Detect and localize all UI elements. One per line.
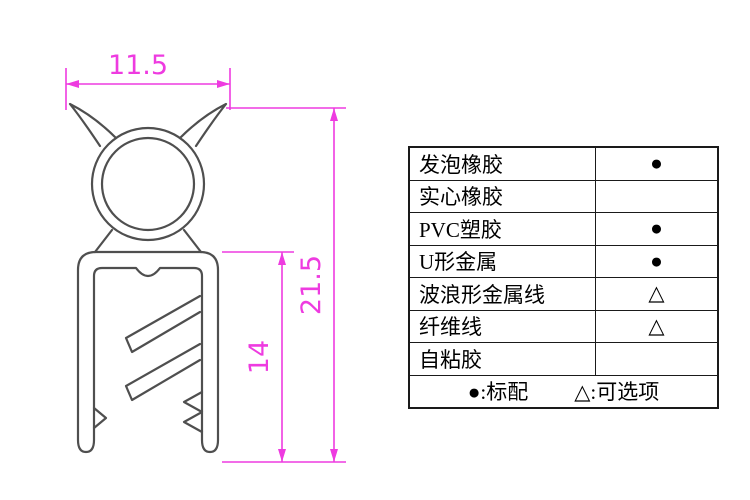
arrow-left bbox=[66, 80, 79, 88]
dim-width-label: 11.5 bbox=[108, 50, 168, 81]
arrow-height-bottom bbox=[330, 449, 338, 462]
material-label: U形金属 bbox=[410, 245, 596, 277]
neck-left bbox=[93, 228, 114, 254]
right-horn bbox=[178, 102, 228, 148]
bulb-outer-circle bbox=[90, 126, 206, 242]
material-label: 发泡橡胶 bbox=[410, 148, 596, 180]
material-label: 波浪形金属线 bbox=[410, 278, 596, 310]
material-label: 实心橡胶 bbox=[410, 180, 596, 212]
arrow-channel-bottom bbox=[278, 449, 286, 462]
material-symbol: ● bbox=[650, 248, 663, 273]
left-wall-tooth bbox=[92, 406, 108, 430]
seal-profile-drawing: 11.5 21.5 14 bbox=[65, 50, 346, 463]
material-symbol: △ bbox=[648, 281, 665, 306]
arrow-right bbox=[217, 80, 230, 88]
material-label: 纤维线 bbox=[410, 310, 596, 342]
material-label: PVC塑胶 bbox=[410, 213, 596, 245]
neck-right bbox=[182, 228, 203, 254]
arrow-channel-top bbox=[278, 252, 286, 265]
bulb-inner-circle bbox=[100, 136, 196, 232]
table-row: 发泡橡胶 ● bbox=[410, 148, 717, 181]
table-row: 纤维线 △ bbox=[410, 310, 717, 343]
materials-table: 发泡橡胶 ● 实心橡胶 PVC塑胶 ● U形金属 ● 波浪形金属线 △ 纤维线 … bbox=[408, 146, 719, 409]
dim-height-label: 21.5 bbox=[296, 255, 327, 315]
table-row: 波浪形金属线 △ bbox=[410, 278, 717, 311]
left-horn bbox=[68, 102, 118, 148]
dimension-annotations: 11.5 21.5 14 bbox=[65, 50, 346, 463]
dim-inner-height-label: 14 bbox=[244, 340, 275, 374]
material-symbol bbox=[596, 343, 717, 375]
right-wall-serration bbox=[182, 390, 204, 434]
legend-standard: ●:标配 bbox=[467, 380, 529, 405]
material-label: 自粘胶 bbox=[410, 343, 596, 375]
material-symbol: ● bbox=[650, 216, 663, 241]
table-row: PVC塑胶 ● bbox=[410, 213, 717, 246]
arrow-height-top bbox=[330, 108, 338, 121]
grip-fin-2 bbox=[124, 342, 202, 402]
material-symbol: △ bbox=[648, 313, 665, 338]
table-row: 自粘胶 bbox=[410, 343, 717, 376]
legend-optional: △:可选项 bbox=[574, 380, 660, 405]
u-channel bbox=[76, 250, 220, 454]
grip-fin-1 bbox=[124, 294, 202, 354]
legend-row: ●:标配 △:可选项 bbox=[410, 376, 717, 408]
table-row: U形金属 ● bbox=[410, 245, 717, 278]
material-symbol: ● bbox=[650, 151, 663, 176]
table-row: 实心橡胶 bbox=[410, 180, 717, 213]
material-symbol bbox=[596, 181, 717, 213]
seal-profile-outline bbox=[68, 102, 228, 454]
